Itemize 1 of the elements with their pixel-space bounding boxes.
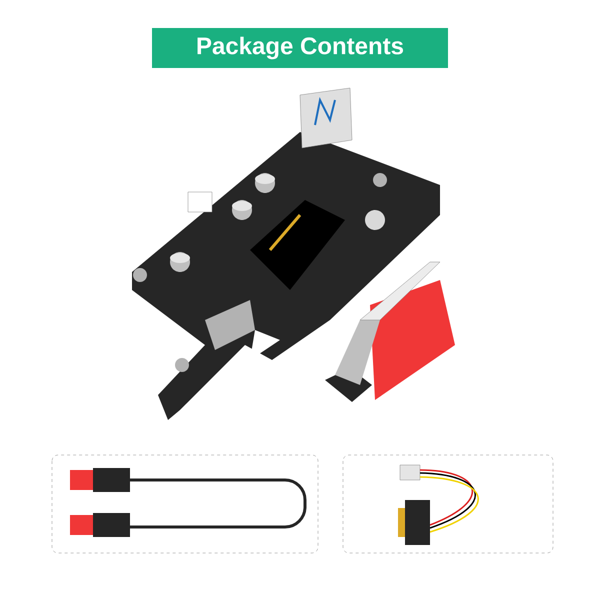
title-banner: Package Contents xyxy=(152,28,448,68)
